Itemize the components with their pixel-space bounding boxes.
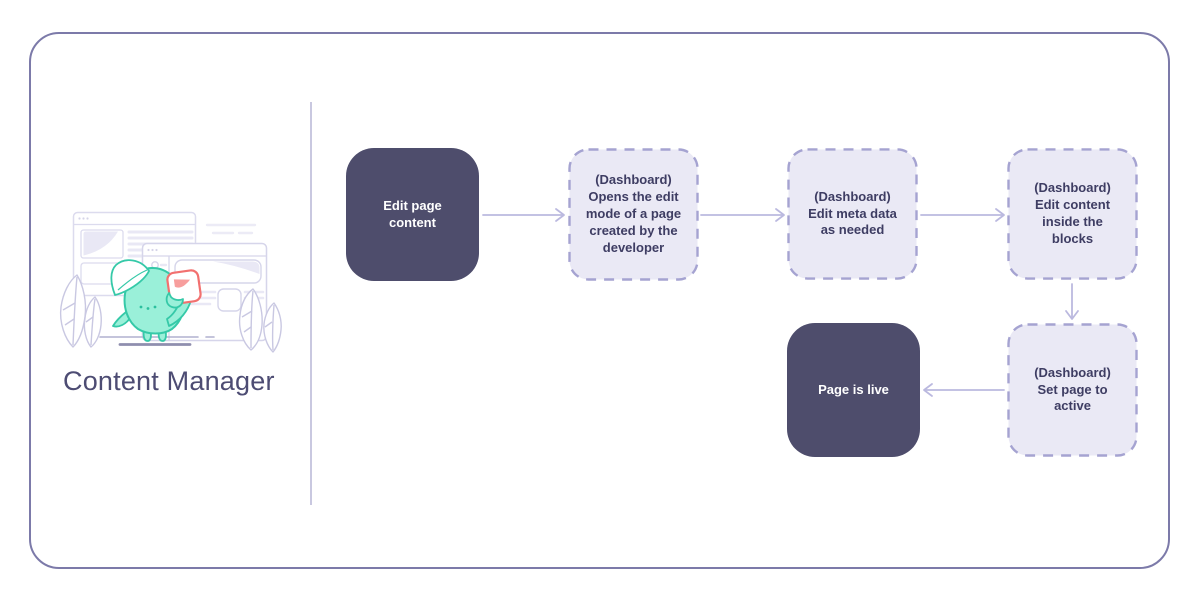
flow-node-label: (Dashboard) Edit meta data as needed (808, 188, 897, 238)
content-manager-illustration (59, 211, 282, 353)
flow-node-label: Edit page content (383, 197, 442, 230)
dashed-border (1007, 148, 1138, 280)
held-card-icon (166, 269, 202, 305)
flow-node-label: Page is live (818, 381, 889, 397)
faint-text-lines (205, 223, 257, 235)
dashed-border (1007, 323, 1138, 457)
flow-node-label: (Dashboard) Opens the edit mode of a pag… (585, 172, 682, 255)
plant-leaves-left-icon (59, 274, 102, 348)
vertical-divider (310, 102, 312, 505)
flow-node-label: (Dashboard) Edit content inside the bloc… (1034, 180, 1111, 246)
panel-title: Content Manager (63, 366, 275, 396)
mascot-character-icon (110, 259, 202, 342)
flow-node-set-page-to-active: (Dashboard) Set page to active (1007, 323, 1138, 457)
flow-node-open-edit-mode: (Dashboard) Opens the edit mode of a pag… (568, 148, 699, 281)
dashed-border (787, 148, 918, 280)
dashed-border (568, 148, 699, 281)
plant-leaves-right-icon (238, 288, 282, 353)
flow-node-edit-meta-data: (Dashboard) Edit meta data as needed (787, 148, 918, 280)
flow-node-label: (Dashboard) Set page to active (1034, 364, 1111, 414)
flow-node-edit-page-content: Edit page content (346, 148, 479, 281)
flow-node-page-is-live: Page is live (787, 323, 920, 457)
flow-node-edit-content-inside-blocks: (Dashboard) Edit content inside the bloc… (1007, 148, 1138, 280)
